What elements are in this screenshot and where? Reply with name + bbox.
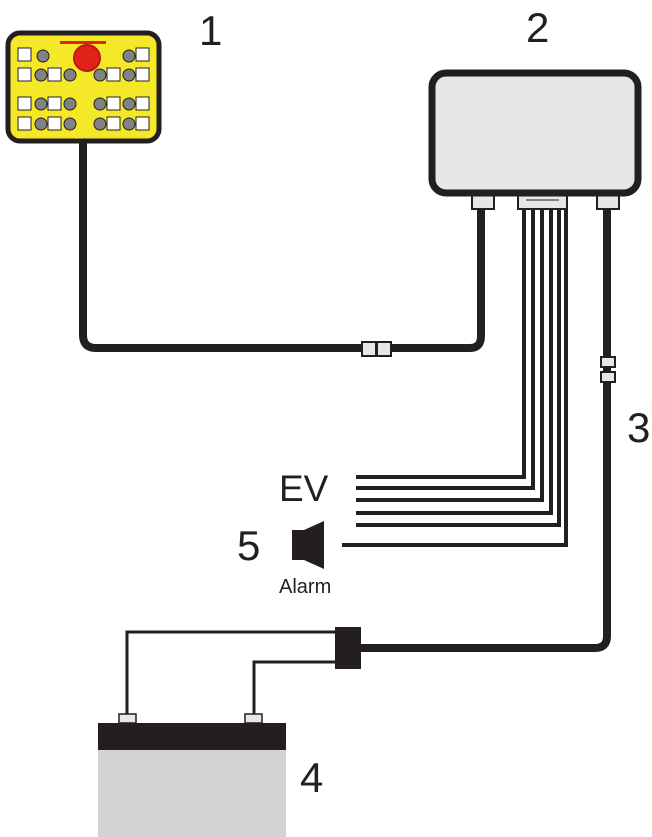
callout-cable: 3 [627, 404, 651, 451]
remote-control-icon [5, 30, 162, 144]
ev-label: EV [279, 468, 329, 509]
alarm-label: Alarm [279, 576, 332, 598]
alarm-horn-icon [292, 521, 324, 569]
ev-wire-bundle [342, 208, 568, 547]
battery-clamp-connector [335, 627, 361, 669]
callout-control-unit: 2 [526, 4, 550, 51]
keypad [17, 47, 150, 131]
remote-cable-connector [361, 341, 392, 357]
power-cable [360, 208, 616, 652]
battery-icon [98, 713, 286, 837]
remote-cable [79, 135, 485, 352]
battery-leads [125, 630, 338, 716]
callout-remote: 1 [199, 7, 223, 54]
callout-alarm: 5 [237, 522, 261, 569]
control-unit-icon [428, 69, 642, 210]
callout-battery: 4 [300, 754, 324, 801]
emergency-stop-button [73, 44, 101, 72]
